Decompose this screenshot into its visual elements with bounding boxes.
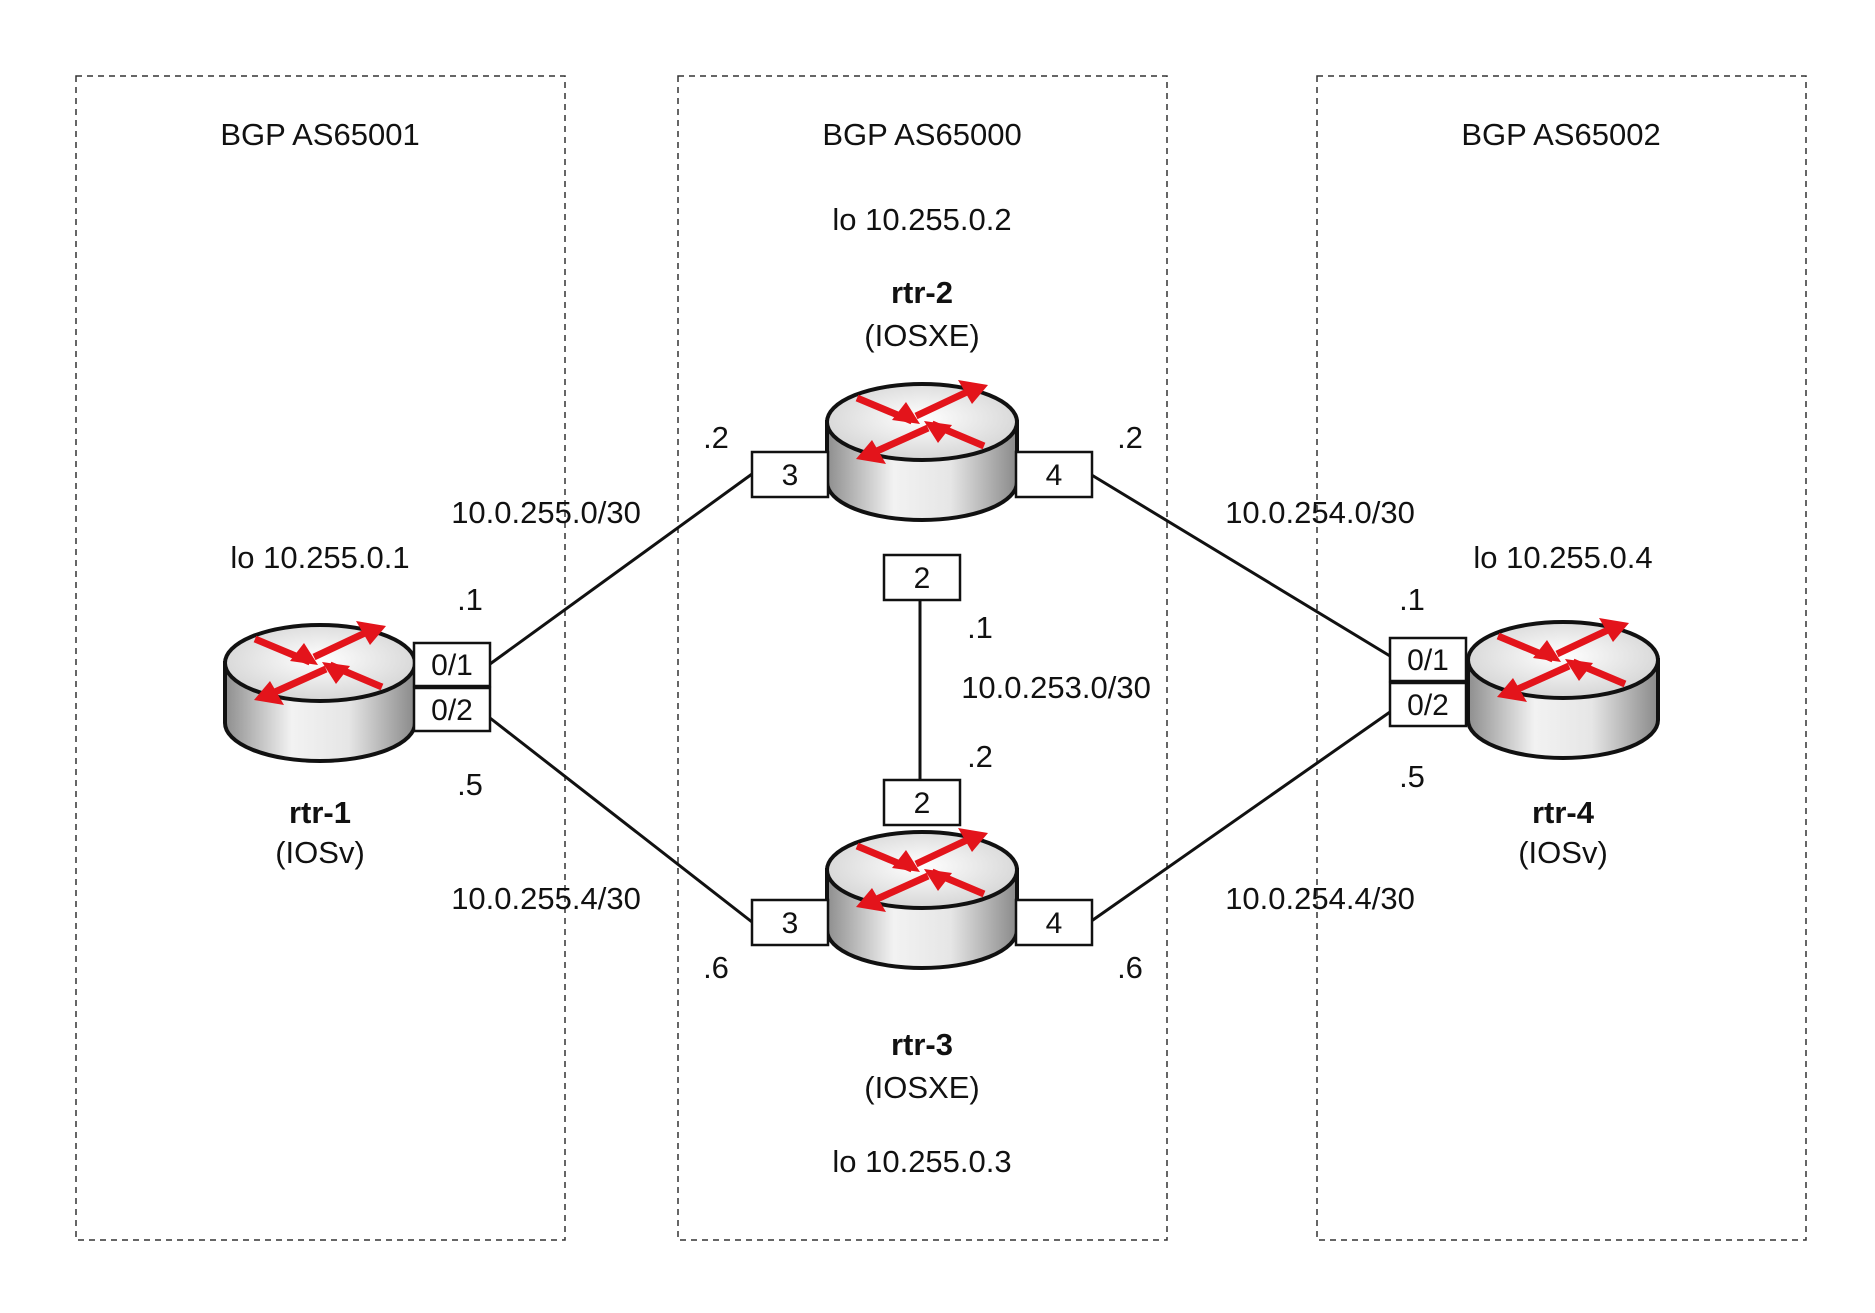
port-label: 3 [782, 459, 799, 492]
link-label-l5: 10.0.253.0/30 .1 .2 [961, 610, 1151, 774]
port-rtr3-4[interactable]: 4 [1014, 898, 1094, 947]
link-label-l1: 10.0.255.0/30 .1 .2 [451, 420, 729, 617]
port-label: 3 [782, 907, 799, 940]
port-label: 0/2 [1407, 689, 1449, 722]
link-rtr3-rtr4 [1089, 710, 1391, 924]
router-name: rtr-2 [891, 275, 953, 310]
port-label: 4 [1046, 907, 1063, 940]
link-label-l3: 10.0.254.0/30 .2 .1 [1117, 420, 1425, 617]
loopback-label: lo 10.255.0.1 [230, 540, 409, 575]
zone-label: BGP AS65001 [220, 117, 419, 152]
host-address: .5 [457, 767, 483, 802]
router-icon [827, 828, 1017, 968]
subnet-label: 10.0.255.4/30 [451, 881, 641, 916]
loopback-label: lo 10.255.0.3 [832, 1144, 1011, 1179]
port-rtr4-0-2[interactable]: 0/2 [1388, 681, 1468, 728]
host-address: .2 [967, 739, 993, 774]
zone-as65001: BGP AS65001 [75, 75, 566, 1241]
router-os: (IOSXE) [864, 318, 979, 353]
router-rtr1[interactable]: lo 10.255.0.1 rtr-1 (IOSv) [225, 540, 415, 870]
loopback-label: lo 10.255.0.4 [1473, 540, 1652, 575]
port-rtr2-4[interactable]: 4 [1014, 450, 1094, 499]
subnet-label: 10.0.254.0/30 [1225, 495, 1415, 530]
subnet-label: 10.0.254.4/30 [1225, 881, 1415, 916]
router-name: rtr-1 [289, 795, 351, 830]
router-icon [1468, 618, 1658, 758]
link-rtr1-rtr2 [489, 472, 753, 666]
router-rtr2[interactable]: lo 10.255.0.2 rtr-2 (IOSXE) [827, 202, 1017, 520]
port-label: 0/1 [1407, 644, 1449, 677]
link-rtr2-rtr4 [1089, 472, 1391, 658]
router-icon [225, 621, 415, 761]
port-rtr4-0-1[interactable]: 0/1 [1388, 636, 1468, 683]
host-address: .1 [457, 582, 483, 617]
subnet-label: 10.0.255.0/30 [451, 495, 641, 530]
host-address: .5 [1399, 759, 1425, 794]
port-rtr2-3[interactable]: 3 [750, 450, 830, 499]
router-os: (IOSv) [1518, 835, 1608, 870]
router-icon [827, 380, 1017, 520]
port-rtr1-0-2[interactable]: 0/2 [412, 686, 492, 733]
link-label-l4: 10.0.254.4/30 .6 .5 [1117, 759, 1425, 985]
port-label: 4 [1046, 459, 1063, 492]
zone-as65002: BGP AS65002 [1316, 75, 1807, 1241]
port-rtr2-2[interactable]: 2 [882, 553, 962, 602]
host-address: .6 [703, 950, 729, 985]
router-name: rtr-4 [1532, 795, 1595, 830]
port-rtr3-3[interactable]: 3 [750, 898, 830, 947]
host-address: .6 [1117, 950, 1143, 985]
router-os: (IOSv) [275, 835, 365, 870]
port-label: 2 [914, 562, 931, 595]
port-label: 2 [914, 787, 931, 820]
link-label-l2: 10.0.255.4/30 .5 .6 [451, 767, 729, 985]
host-address: .1 [1399, 582, 1425, 617]
host-address: .2 [1117, 420, 1143, 455]
zone-label: BGP AS65002 [1461, 117, 1660, 152]
host-address: .2 [703, 420, 729, 455]
zone-label: BGP AS65000 [822, 117, 1021, 152]
port-rtr1-0-1[interactable]: 0/1 [412, 641, 492, 688]
router-rtr3[interactable]: rtr-3 (IOSXE) lo 10.255.0.3 [827, 828, 1017, 1179]
subnet-label: 10.0.253.0/30 [961, 670, 1151, 705]
router-os: (IOSXE) [864, 1070, 979, 1105]
router-name: rtr-3 [891, 1027, 953, 1062]
port-label: 0/1 [431, 649, 473, 682]
link-rtr1-rtr3 [489, 716, 753, 924]
loopback-label: lo 10.255.0.2 [832, 202, 1011, 237]
port-label: 0/2 [431, 694, 473, 727]
router-rtr4[interactable]: lo 10.255.0.4 rtr-4 (IOSv) [1468, 540, 1658, 870]
zone-as65000: BGP AS65000 [677, 75, 1168, 1241]
port-rtr3-2[interactable]: 2 [882, 778, 962, 827]
host-address: .1 [967, 610, 993, 645]
